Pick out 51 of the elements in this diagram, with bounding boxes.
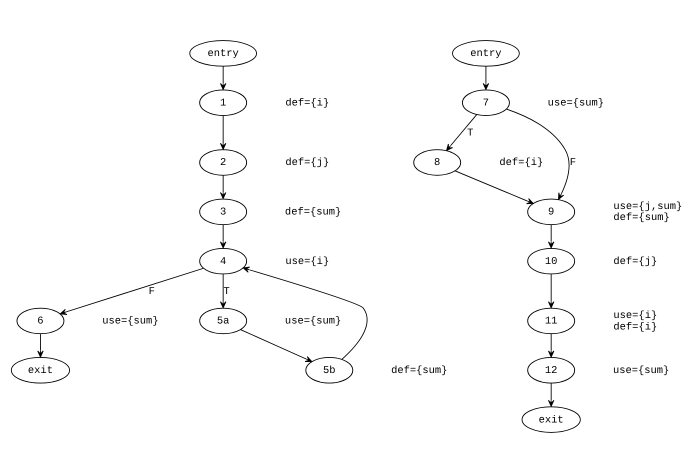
arrow — [220, 114, 226, 150]
node-label: use={i} — [613, 309, 658, 322]
node-ellipse: 7 — [462, 89, 510, 116]
node-label: def={i} — [285, 96, 330, 109]
node-ellipse: entry — [452, 40, 520, 66]
edge-label: F — [148, 285, 155, 298]
arrow — [482, 66, 490, 90]
node-label: use={sum} — [612, 364, 670, 376]
arrow — [454, 170, 534, 204]
node-ellipse: exit — [10, 356, 70, 383]
arrow — [242, 266, 368, 360]
arrow — [37, 333, 44, 357]
node-label: def={sum} — [613, 212, 670, 224]
node-label: def={sum} — [284, 206, 342, 218]
node-ellipse: 1 — [199, 89, 248, 116]
arrow — [548, 273, 554, 308]
node-ellipse: 6 — [16, 307, 64, 334]
node-label: def={sum} — [391, 364, 448, 376]
edge-label: T — [467, 126, 474, 139]
arrow — [548, 333, 554, 357]
node-ellipse: 4 — [199, 247, 248, 274]
arrow — [240, 328, 312, 362]
node-ellipse: entry — [189, 40, 257, 66]
node-label: def={i} — [499, 156, 544, 169]
node-ellipse: 11 — [527, 307, 576, 334]
arrow — [446, 114, 477, 150]
arrow — [506, 108, 570, 200]
node-ellipse: exit — [522, 406, 581, 432]
node-label: use={i} — [285, 255, 330, 268]
node-ellipse: 5a — [199, 307, 248, 334]
arrow — [220, 224, 226, 248]
node-ellipse: 10 — [527, 247, 576, 274]
edge-label: F — [570, 156, 576, 169]
arrow — [220, 66, 226, 90]
node-label: use={sum} — [284, 315, 342, 328]
arrow — [548, 382, 554, 406]
arrow — [220, 273, 226, 308]
node-ellipse: 12 — [527, 356, 576, 383]
arrow — [60, 267, 204, 314]
node-ellipse: 3 — [199, 198, 248, 225]
arrow — [220, 174, 226, 199]
node-label: def={j} — [613, 255, 658, 268]
node-label: def={j} — [285, 156, 330, 169]
edge-label: T — [224, 285, 230, 298]
node-label: use={sum} — [102, 315, 159, 328]
node-ellipse: 8 — [413, 148, 462, 176]
arrow — [548, 224, 554, 248]
node-ellipse: 2 — [199, 148, 248, 176]
node-label: def={i} — [613, 320, 658, 333]
node-label: use={j,sum} — [613, 200, 682, 212]
node-label: use={sum} — [548, 96, 604, 109]
